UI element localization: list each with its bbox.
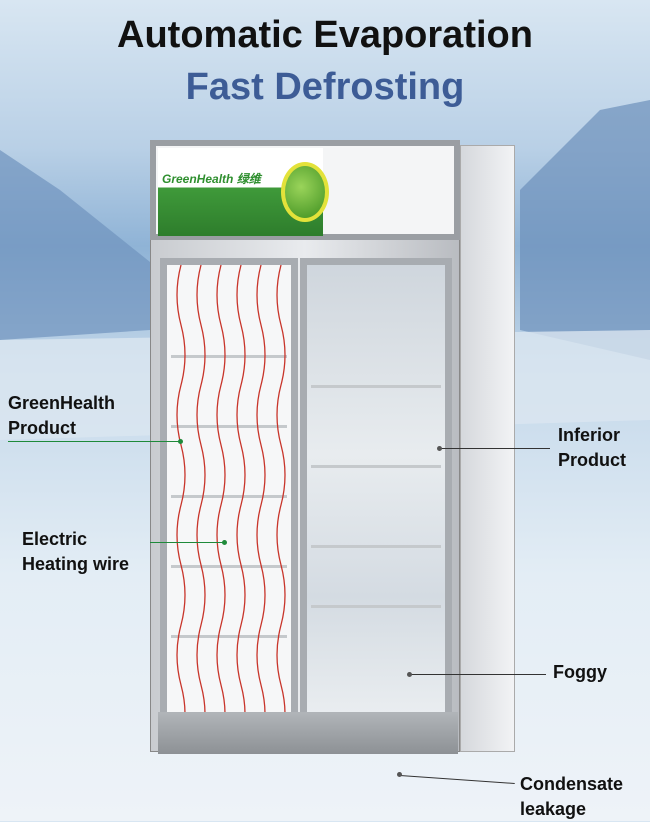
fridge-base [158, 712, 458, 754]
pointer-dot [407, 672, 412, 677]
pointer-dot [222, 540, 227, 545]
right-door-foggy [300, 258, 452, 746]
heating-wire-icon [176, 265, 286, 739]
brand-logo-text: GreenHealth 绿维 [162, 172, 261, 186]
display-fridge: GreenHealth 绿维 [150, 140, 515, 762]
headline: Automatic Evaporation [117, 14, 533, 56]
left-door-clear [160, 258, 298, 746]
label-foggy: Foggy [553, 662, 607, 682]
pointer-line [8, 441, 180, 442]
pointer-line [440, 448, 550, 449]
pointer-line [150, 542, 224, 543]
apple-image [281, 162, 329, 222]
pointer-dot [437, 446, 442, 451]
pointer-dot [397, 772, 402, 777]
subheadline: Fast Defrosting [185, 66, 465, 108]
lightbox-header: GreenHealth 绿维 [150, 140, 460, 240]
pointer-dot [178, 439, 183, 444]
pointer-line [410, 674, 546, 675]
brand-sign: GreenHealth 绿维 [158, 148, 329, 236]
